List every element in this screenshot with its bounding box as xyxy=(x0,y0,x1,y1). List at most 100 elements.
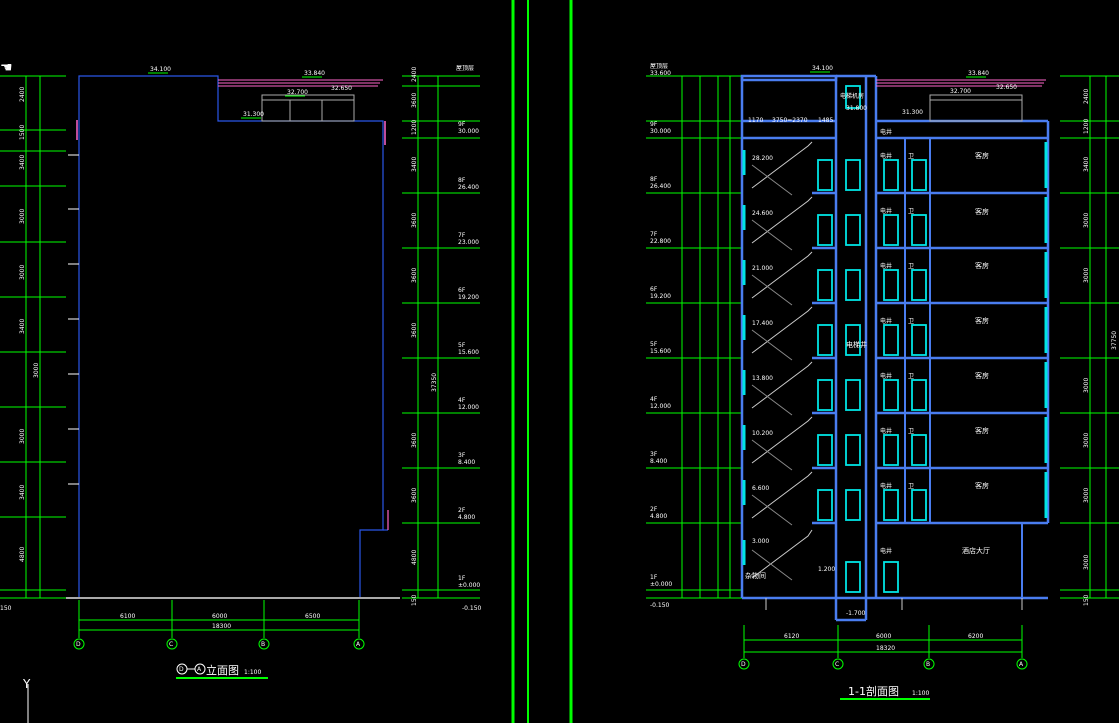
elevation-top-labels: 34.100 33.840 32.700 32.650 31.300 xyxy=(148,66,352,119)
section-right-dim-texts: 2400 1200 3400 3000 3000 37750 3000 3000… xyxy=(1083,89,1118,606)
elevation-title: D A 立面图 1:100 xyxy=(176,663,268,679)
svg-text:3600: 3600 xyxy=(411,433,418,448)
svg-text:30.000: 30.000 xyxy=(458,128,479,135)
svg-text:6000: 6000 xyxy=(876,633,891,640)
svg-text:卫: 卫 xyxy=(908,208,914,215)
svg-text:1200: 1200 xyxy=(1083,119,1090,134)
svg-text:3400: 3400 xyxy=(411,157,418,172)
section-stairs xyxy=(751,141,813,581)
svg-text:3750=2370: 3750=2370 xyxy=(772,117,808,124)
svg-text:150: 150 xyxy=(411,594,418,606)
section-bottom-dim-texts: 6120 6000 6200 18320 xyxy=(784,633,983,652)
svg-text:37750: 37750 xyxy=(1111,331,1118,350)
svg-text:24.600: 24.600 xyxy=(752,210,773,217)
svg-text:屋顶层: 屋顶层 xyxy=(456,65,474,72)
svg-text:卫: 卫 xyxy=(908,153,914,160)
svg-text:32.700: 32.700 xyxy=(287,89,308,96)
svg-text:3400: 3400 xyxy=(19,155,26,170)
svg-text:7F: 7F xyxy=(458,232,466,239)
svg-text:酒店大厅: 酒店大厅 xyxy=(962,546,990,555)
section-column-lines xyxy=(765,598,1023,610)
elevation-bottom-dim-texts: 6100 6000 6500 18300 xyxy=(120,613,320,630)
svg-text:8.400: 8.400 xyxy=(650,458,667,465)
svg-text:3600: 3600 xyxy=(411,213,418,228)
svg-text:客房: 客房 xyxy=(975,426,989,435)
svg-text:杂物间: 杂物间 xyxy=(745,571,766,580)
svg-text:1200: 1200 xyxy=(411,120,418,135)
svg-text:电梯井: 电梯井 xyxy=(846,340,867,349)
svg-text:13.800: 13.800 xyxy=(752,375,773,382)
svg-text:±0.000: ±0.000 xyxy=(650,581,672,588)
svg-text:电井: 电井 xyxy=(880,207,892,215)
svg-text:6F: 6F xyxy=(458,287,466,294)
svg-text:Y: Y xyxy=(22,677,31,691)
svg-text:150: 150 xyxy=(1083,594,1090,606)
svg-text:6.600: 6.600 xyxy=(752,485,769,492)
svg-text:31.300: 31.300 xyxy=(902,109,923,116)
section-left-level-labels: 屋顶层 33.600 9F 30.000 8F 26.400 7F 22.800… xyxy=(650,63,672,609)
svg-text:4800: 4800 xyxy=(19,547,26,562)
svg-text:6120: 6120 xyxy=(784,633,799,640)
section-room-labels: 客房 客房 客房 客房 客房 客房 客房 酒店大厅 杂物间 电梯井 -1.700 xyxy=(745,151,990,617)
svg-text:3000: 3000 xyxy=(1083,488,1090,503)
svg-text:23.000: 23.000 xyxy=(458,239,479,246)
svg-text:19.200: 19.200 xyxy=(650,293,671,300)
svg-text:8.400: 8.400 xyxy=(458,459,475,466)
svg-text:31.800: 31.800 xyxy=(846,105,867,112)
svg-text:电井: 电井 xyxy=(880,482,892,490)
section-stair-levels: 28.200 24.600 21.000 17.400 13.800 10.20… xyxy=(752,155,835,573)
svg-text:D: D xyxy=(179,666,184,673)
section-title: 1-1剖面图 1:100 xyxy=(840,684,930,700)
svg-text:31.300: 31.300 xyxy=(243,111,264,118)
svg-text:32.650: 32.650 xyxy=(996,84,1017,91)
svg-text:卫: 卫 xyxy=(908,373,914,380)
svg-text:10.200: 10.200 xyxy=(752,430,773,437)
svg-text:3000: 3000 xyxy=(1083,268,1090,283)
svg-text:C: C xyxy=(169,641,173,648)
svg-text:电井: 电井 xyxy=(880,317,892,325)
svg-text:1485: 1485 xyxy=(818,117,833,124)
svg-text:18300: 18300 xyxy=(212,623,231,630)
svg-text:B: B xyxy=(261,641,265,648)
section-roof-railing xyxy=(876,79,1046,87)
svg-text:-0.150: -0.150 xyxy=(462,605,482,612)
section-exterior-windows xyxy=(742,142,1048,565)
svg-text:客房: 客房 xyxy=(975,261,989,270)
svg-text:12.000: 12.000 xyxy=(650,403,671,410)
svg-text:34.100: 34.100 xyxy=(150,66,171,73)
svg-text:-1.700: -1.700 xyxy=(846,610,866,617)
svg-text:4F: 4F xyxy=(458,397,466,404)
svg-text:3000: 3000 xyxy=(1083,433,1090,448)
elevation-left-dim-texts: 2400 1500 3400 3000 3000 3400 3000 3000 … xyxy=(0,87,40,612)
svg-text:37350: 37350 xyxy=(431,373,438,392)
section-left-dim-chain xyxy=(646,75,742,599)
section-drawing[interactable]: 屋顶层 33.600 9F 30.000 8F 26.400 7F 22.800… xyxy=(646,63,1119,700)
svg-text:A: A xyxy=(197,666,202,673)
elevation-axis-bubbles xyxy=(73,638,365,650)
section-floor-slabs xyxy=(742,136,1048,600)
svg-text:±0.000: ±0.000 xyxy=(458,582,480,589)
svg-text:33.600: 33.600 xyxy=(650,70,671,77)
elevation-bottom-dim-chain xyxy=(78,600,360,638)
section-partitions xyxy=(904,138,1023,598)
elevation-right-dim-texts: 2400 3600 1200 3400 3600 3600 3600 37350… xyxy=(411,67,438,606)
svg-text:客房: 客房 xyxy=(975,207,989,216)
section-axis-bubbles xyxy=(738,658,1028,670)
section-outline xyxy=(740,74,1050,622)
svg-text:1.200: 1.200 xyxy=(818,566,835,573)
elevation-roof-railing xyxy=(218,79,383,87)
svg-text:33.840: 33.840 xyxy=(304,70,325,77)
svg-text:1170: 1170 xyxy=(748,117,763,124)
svg-text:1500: 1500 xyxy=(19,125,26,140)
section-bottom-dim-chain xyxy=(743,625,1023,658)
svg-text:3000: 3000 xyxy=(19,429,26,444)
pan-hand-icon: ☚ xyxy=(0,60,13,76)
section-right-dim-chain xyxy=(1060,75,1119,599)
svg-text:屋顶层: 屋顶层 xyxy=(650,63,668,70)
svg-text:3000: 3000 xyxy=(33,363,40,378)
elevation-drawing[interactable]: ☚ 2400 1500 3400 3000 3000 3400 3000 xyxy=(0,60,482,723)
svg-text:18320: 18320 xyxy=(876,645,895,652)
svg-text:15.600: 15.600 xyxy=(650,348,671,355)
svg-text:A: A xyxy=(356,641,361,648)
